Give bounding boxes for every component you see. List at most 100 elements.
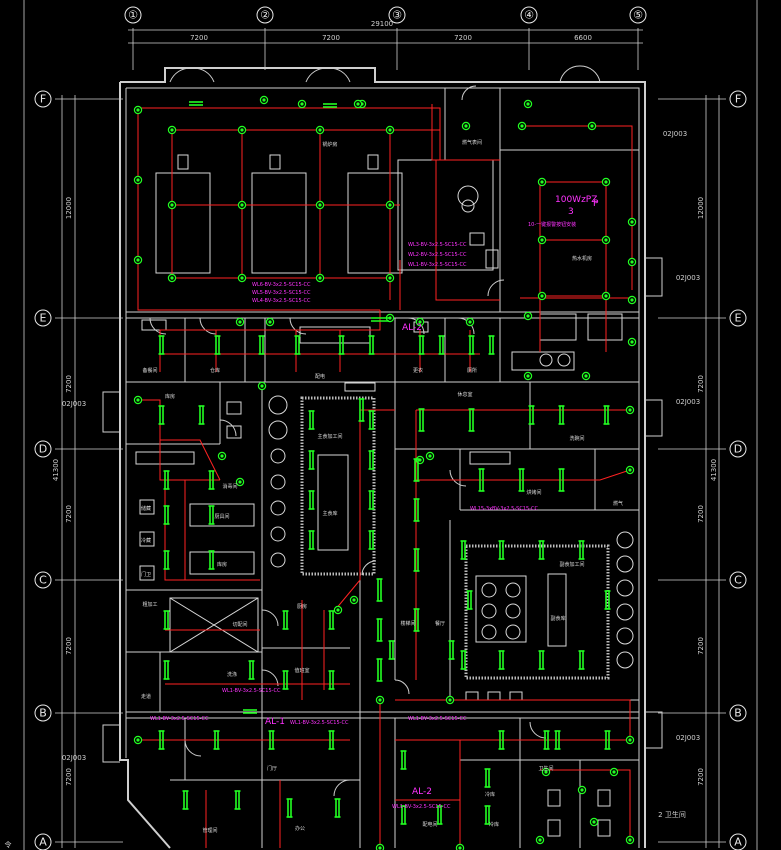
fluorescent-lamp-icon (286, 798, 293, 818)
fluorescent-lamp-icon (554, 730, 561, 750)
fluorescent-lamp-icon (163, 550, 170, 570)
room-label: 主食库 (322, 510, 337, 517)
circuit-label: WL6-BV-3x2.5-SC15-CC (252, 282, 311, 288)
reference-codes: 02J003 02J003 02J003 02J003 02J003 02J00… (5, 130, 701, 849)
room-label: 冷藏 (141, 537, 151, 544)
power-sub: 3 (568, 207, 574, 217)
lamp-core (318, 128, 322, 132)
fluorescent-lamp-icon (543, 730, 550, 750)
circuit-label: WL1-BV-3x2.5-SC15-CC (392, 804, 451, 810)
grid-row-C-right: C (734, 574, 742, 587)
lamp-core (170, 128, 174, 132)
lamp-core (136, 398, 140, 402)
fluorescent-lamp-icon (328, 730, 335, 750)
lamp-core (448, 698, 452, 702)
lamp-core (526, 102, 530, 106)
lamp-core (136, 738, 140, 742)
room-label: 热水机房 (572, 255, 592, 262)
fluorescent-lamp-icon (208, 505, 215, 525)
fluorescent-lamp-icon (282, 610, 289, 630)
fluorescent-lamp-icon (538, 650, 545, 670)
fluorescent-lamp-icon (413, 548, 420, 572)
room-label: 走道 (141, 693, 151, 700)
fluorescent-lamp-icon (488, 335, 495, 355)
dim-span-1: 7200 (190, 34, 208, 42)
fluorescent-lamp-icon (604, 590, 611, 610)
fluorescent-lamp-icon (538, 540, 545, 560)
panel-al2: AL-2 (412, 787, 432, 797)
corner-mark: 令 (5, 840, 12, 849)
fluorescent-lamp-icon (376, 618, 383, 642)
fluorescent-lamp-icon (460, 650, 467, 670)
lamp-core (336, 608, 340, 612)
dim-left-total: 41300 (52, 459, 60, 481)
lamp-core (628, 468, 632, 472)
dim-left-5: 7200 (65, 768, 73, 786)
lamp-core (378, 698, 382, 702)
room-label: 管理间 (202, 827, 217, 834)
grid-col-4: ④ (524, 9, 534, 22)
fluorescent-lamp-icon (282, 670, 289, 690)
dim-right-5: 7200 (697, 768, 705, 786)
fluorescent-lamp-icon (163, 470, 170, 490)
room-label: 燃气 (613, 500, 623, 507)
dim-right-2: 7200 (697, 375, 705, 393)
grid-lines (55, 28, 726, 848)
doors (149, 65, 601, 797)
lamp-core (300, 102, 304, 106)
lamp-core (458, 846, 462, 850)
fluorescent-lamp-icon (388, 640, 395, 660)
fluorescent-lamp-icon (158, 335, 165, 355)
fluorescent-lamp-icon (413, 498, 420, 522)
room-label: 切配间 (232, 621, 247, 628)
circuit-label: WL1-BV-3x2.5-SC15-CC (222, 688, 281, 694)
grid-row-A-left: A (39, 836, 47, 849)
fluorescent-lamp-icon (438, 335, 445, 355)
fluorescent-lamp-icon (558, 468, 565, 492)
room-label: 厨具间 (214, 513, 229, 520)
room-label: 配电间 (422, 821, 437, 828)
lamp-core (388, 203, 392, 207)
fluorescent-lamp-icon (578, 540, 585, 560)
lamp-core (540, 180, 544, 184)
dim-overall: 29100 (371, 20, 393, 28)
fluorescent-lamp-icon (518, 468, 525, 492)
room-label: 门厅 (267, 765, 277, 772)
sheet-frame (23, 0, 758, 850)
grid-bubbles-top: ① ② ③ ④ ⑤ (124, 6, 647, 24)
circuit-label: WL3-BV-3x2.5-SC15-CC (408, 242, 467, 248)
lamp-core (418, 320, 422, 324)
dim-left-1: 12000 (65, 197, 73, 219)
dim-span-2: 7200 (322, 34, 340, 42)
fluorescent-lamp-icon (328, 610, 335, 630)
lamp-core (378, 846, 382, 850)
fluorescent-lamp-icon (478, 468, 485, 492)
fluorescent-lamp-icon (158, 730, 165, 750)
fluorescent-lamp-icon (498, 650, 505, 670)
lamp-core (584, 374, 588, 378)
fluorescent-lamp-icon (484, 768, 491, 788)
room-label: 更衣 (413, 367, 423, 374)
fluorescent-lamp-icon (371, 317, 389, 322)
lamp-core (262, 98, 266, 102)
room-label: 备餐间 (142, 367, 157, 374)
lamp-core (136, 178, 140, 182)
ref-code: 02J003 (676, 274, 700, 282)
lamp-core (526, 374, 530, 378)
fluorescent-lamp-icon (603, 405, 610, 425)
lamp-core (612, 770, 616, 774)
fluorescent-lamp-icon (498, 730, 505, 750)
lamp-core (630, 340, 634, 344)
equipment (135, 154, 634, 837)
grid-row-D-right: D (734, 443, 742, 456)
lamp-core (388, 316, 392, 320)
room-label: 厕所 (467, 367, 477, 374)
room-label: 配电 (315, 373, 325, 380)
room-label: 休息室 (457, 391, 472, 398)
fluorescent-lamp-icon (198, 405, 205, 425)
grid-row-D-left: D (39, 443, 47, 456)
fluorescent-fixtures (158, 101, 611, 825)
lamp-core (170, 203, 174, 207)
circuit-label: WL5-BV-3x2.5-SC15-CC (252, 290, 311, 296)
